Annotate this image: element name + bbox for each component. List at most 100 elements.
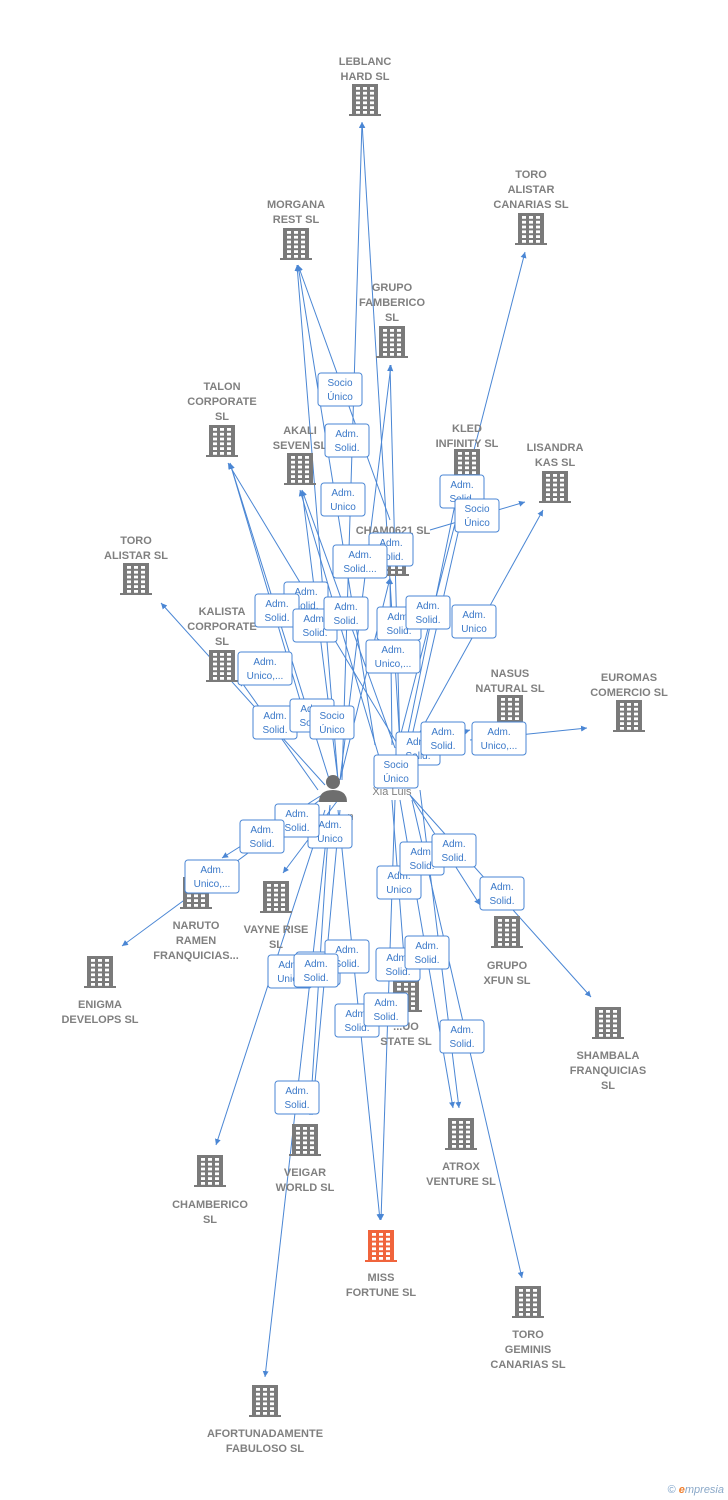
role-label-24[interactable]: Adm.Unico,... bbox=[184, 859, 240, 894]
role-type: Solid. bbox=[441, 853, 466, 864]
role-label-15[interactable]: Adm.Unico,... bbox=[237, 651, 293, 686]
role-type: Único bbox=[327, 390, 353, 403]
building-icon[interactable] bbox=[249, 1385, 281, 1417]
company-node-morgana[interactable]: MORGANA REST SL bbox=[267, 199, 325, 260]
role-title: Adm. bbox=[263, 711, 286, 722]
building-icon[interactable] bbox=[592, 1007, 624, 1039]
building-icon[interactable] bbox=[280, 228, 312, 260]
person-icon[interactable] bbox=[319, 775, 347, 802]
role-label-9[interactable]: Adm.Unico,... bbox=[365, 639, 421, 674]
role-title: Adm. bbox=[331, 488, 354, 499]
company-name-line: FABULOSO SL bbox=[226, 1443, 305, 1455]
role-label-12[interactable]: Adm.Solid. bbox=[405, 595, 451, 630]
building-icon[interactable] bbox=[260, 881, 292, 913]
company-name-line: MORGANA bbox=[267, 199, 325, 211]
person-name: Xia Luis bbox=[372, 786, 412, 798]
role-label-8[interactable]: Adm. Solid. bbox=[323, 596, 369, 631]
building-icon[interactable] bbox=[194, 1155, 226, 1187]
role-label-39[interactable]: Adm.Solid. bbox=[274, 1080, 320, 1115]
role-label-28[interactable]: Adm.Solid. bbox=[431, 833, 477, 868]
role-label-26[interactable]: Adm.Solid. bbox=[239, 819, 285, 854]
building-icon[interactable] bbox=[445, 1118, 477, 1150]
role-label-18[interactable]: Adm.Unico,... bbox=[471, 721, 527, 756]
role-label-4[interactable]: Adm.Solid.... bbox=[332, 544, 388, 579]
role-title: Adm. bbox=[304, 959, 327, 970]
company-name-line: CORPORATE bbox=[187, 396, 256, 408]
role-label-10[interactable]: Adm.Unico bbox=[451, 604, 497, 639]
role-title: Adm. bbox=[318, 820, 341, 831]
company-name-line: SHAMBALA bbox=[577, 1050, 640, 1062]
company-name-line: ALISTAR SL bbox=[104, 550, 168, 562]
role-title: Adm. bbox=[387, 871, 410, 882]
role-label-21[interactable]: Adm.Solid. bbox=[420, 721, 466, 756]
role-label-1[interactable]: Adm.Solid. bbox=[324, 423, 370, 458]
building-icon[interactable] bbox=[491, 916, 523, 948]
copyright-symbol: © bbox=[667, 1484, 676, 1496]
building-icon[interactable] bbox=[206, 425, 238, 457]
role-title: Socio bbox=[464, 504, 489, 515]
company-name-line: HARD SL bbox=[341, 71, 390, 83]
role-label-29[interactable]: Adm.Solid. bbox=[479, 876, 525, 911]
building-icon[interactable] bbox=[289, 1124, 321, 1156]
building-icon[interactable] bbox=[120, 563, 152, 595]
company-name-line: NARUTO bbox=[173, 920, 220, 932]
building-icon[interactable] bbox=[84, 956, 116, 988]
empresia-logo[interactable]: empresia bbox=[678, 1484, 724, 1496]
building-icon[interactable] bbox=[613, 700, 645, 732]
building-icon[interactable] bbox=[512, 1286, 544, 1318]
role-label-36[interactable]: Adm.Solid. bbox=[363, 992, 409, 1027]
company-name-line: SL bbox=[215, 636, 229, 648]
role-label-40[interactable]: Adm.Solid. bbox=[293, 953, 339, 988]
building-icon[interactable] bbox=[349, 84, 381, 116]
role-type: Solid. bbox=[333, 616, 358, 627]
building-icon[interactable] bbox=[206, 650, 238, 682]
role-type: Solid. bbox=[344, 1023, 369, 1034]
role-type: Solid. bbox=[430, 741, 455, 752]
role-label-38[interactable]: Adm.Solid. bbox=[439, 1019, 485, 1054]
building-icon[interactable] bbox=[515, 213, 547, 245]
building-icon[interactable] bbox=[376, 326, 408, 358]
building-icon[interactable] bbox=[365, 1230, 397, 1262]
role-title: Socio bbox=[383, 760, 408, 771]
role-type: Unico bbox=[461, 624, 487, 635]
company-name-line: LISANDRA bbox=[527, 442, 584, 454]
role-label-6[interactable]: Adm.Solid. bbox=[254, 593, 300, 628]
role-title: Adm. bbox=[487, 727, 510, 738]
role-title: Adm. bbox=[334, 602, 357, 613]
role-type: Unico bbox=[277, 974, 303, 985]
building-icon[interactable] bbox=[539, 471, 571, 503]
company-name-line: SL bbox=[269, 939, 283, 951]
role-label-34[interactable]: Adm.Solid. bbox=[404, 935, 450, 970]
company-name-line: FORTUNE SL bbox=[346, 1287, 417, 1299]
role-label-2[interactable]: Adm.Unico bbox=[320, 482, 366, 517]
company-name-line: NASUS bbox=[491, 668, 530, 680]
role-title: Socio bbox=[327, 378, 352, 389]
company-name-line: REST SL bbox=[273, 214, 320, 226]
building-icon[interactable] bbox=[284, 453, 316, 485]
